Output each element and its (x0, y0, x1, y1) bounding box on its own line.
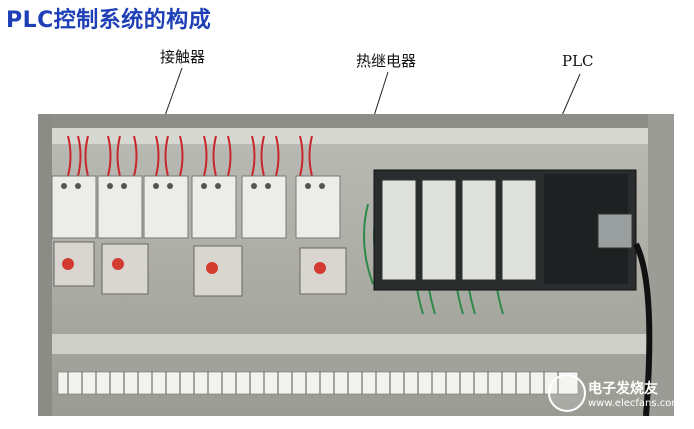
label-contactor: 接触器 (160, 48, 206, 66)
thermal-relay-row (53, 241, 347, 297)
label-plc: PLC (562, 52, 594, 70)
page-title: PLC控制系统的构成 (6, 8, 212, 33)
top-wire-duct (52, 128, 648, 144)
terminal-strip-duct (52, 334, 648, 354)
label-thermal-relay: 热继电器 (356, 52, 417, 70)
terminal-strip (57, 371, 579, 395)
control-cabinet-photo (38, 114, 674, 416)
thermal-relay-dials (62, 258, 326, 274)
cabinet-drawing (51, 128, 653, 416)
watermark-logo-icon (548, 374, 586, 412)
contactor-terminals (61, 183, 325, 189)
cabinet-right-rail (648, 114, 674, 416)
watermark-url: www.elecfans.com (588, 398, 682, 409)
black-cable (633, 242, 653, 416)
watermark-brand: 电子发烧友 (588, 381, 658, 397)
red-wires-top (67, 135, 313, 177)
cabinet-left-rail (38, 114, 52, 416)
cabinet-top-rail (38, 114, 674, 128)
plc-connector (597, 213, 633, 249)
plc-modules (381, 179, 537, 281)
contactor-row (51, 175, 341, 239)
